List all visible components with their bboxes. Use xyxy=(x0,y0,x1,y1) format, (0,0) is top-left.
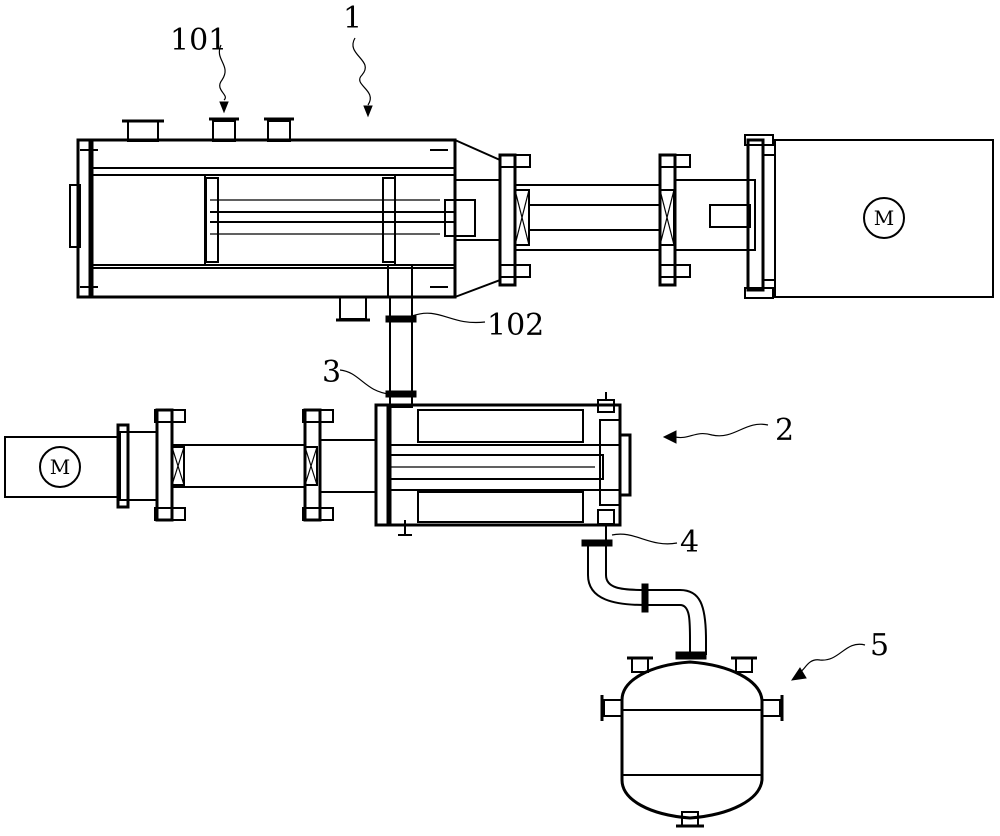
labels-unit-2: 2 xyxy=(662,413,794,448)
unit-2-vessel xyxy=(374,392,632,540)
leader-102 xyxy=(411,312,486,324)
leader-5 xyxy=(799,643,866,673)
leader-3 xyxy=(339,369,391,395)
arrow-101 xyxy=(219,101,229,114)
pipe-3: 3 xyxy=(322,296,417,408)
motor-bottom-symbol: M xyxy=(50,455,70,479)
arrow-5 xyxy=(790,667,807,681)
unit-1-drive-train xyxy=(444,134,774,299)
labels-unit-1: 1 101 102 xyxy=(170,1,544,343)
motor-bottom: M xyxy=(4,436,119,498)
label-3: 3 xyxy=(322,355,341,390)
label-2: 2 xyxy=(775,413,794,448)
label-4: 4 xyxy=(680,525,699,560)
leader-4 xyxy=(611,533,678,545)
motor-top-symbol: M xyxy=(874,206,894,230)
leader-1 xyxy=(352,37,371,106)
unit-1-vessel xyxy=(69,117,457,322)
leader-2 xyxy=(674,423,769,439)
pipe-4: 4 xyxy=(581,525,707,655)
unit-5-tank: 5 xyxy=(600,628,889,828)
motor-bottom-circle xyxy=(39,446,81,488)
leader-101 xyxy=(218,44,226,101)
unit-2-drive-train xyxy=(116,408,377,522)
motor-top-circle xyxy=(863,197,905,239)
motor-top: M xyxy=(762,139,994,298)
label-5: 5 xyxy=(870,628,889,663)
arrow-2 xyxy=(662,430,677,444)
label-102: 102 xyxy=(487,308,544,343)
arrow-1 xyxy=(363,105,373,118)
label-1: 1 xyxy=(343,1,362,36)
label-101: 101 xyxy=(170,23,227,58)
